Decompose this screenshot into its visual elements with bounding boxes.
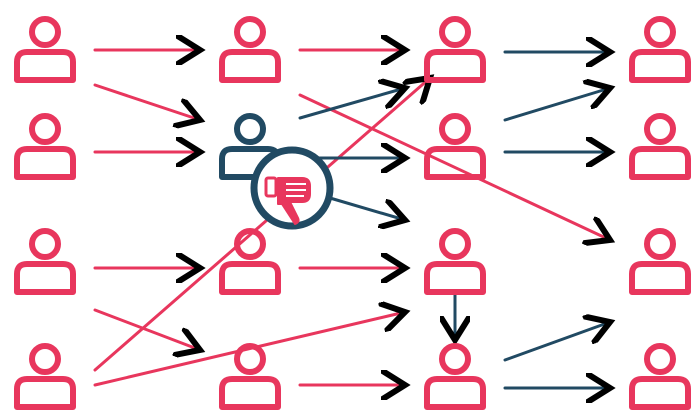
person-icon bbox=[629, 228, 691, 295]
person-icon bbox=[424, 113, 486, 180]
arrow-icon bbox=[298, 88, 405, 120]
person-icon bbox=[14, 16, 76, 83]
thumbs-down-icon bbox=[264, 176, 311, 225]
arrow-icon bbox=[298, 93, 610, 240]
person-icon bbox=[629, 16, 691, 83]
person-icon bbox=[14, 113, 76, 180]
person-icon bbox=[424, 16, 486, 83]
person-icon bbox=[424, 228, 486, 295]
arrow-icon bbox=[503, 322, 610, 362]
person-icon bbox=[629, 113, 691, 180]
person-icon bbox=[219, 16, 281, 83]
arrow-icon bbox=[93, 83, 200, 120]
arrow-icon bbox=[93, 308, 200, 350]
dislike-badge bbox=[250, 146, 334, 230]
arrow-icon bbox=[328, 196, 405, 220]
arrows bbox=[93, 50, 610, 388]
person-icon bbox=[424, 343, 486, 410]
person-icon bbox=[219, 228, 281, 295]
highlighted-person bbox=[219, 113, 334, 230]
person-icon bbox=[219, 343, 281, 410]
arrow-icon bbox=[93, 78, 430, 372]
person-icon bbox=[14, 228, 76, 295]
person-icon bbox=[629, 343, 691, 410]
people bbox=[14, 16, 691, 410]
arrow-icon bbox=[503, 88, 610, 122]
person-icon bbox=[14, 343, 76, 410]
